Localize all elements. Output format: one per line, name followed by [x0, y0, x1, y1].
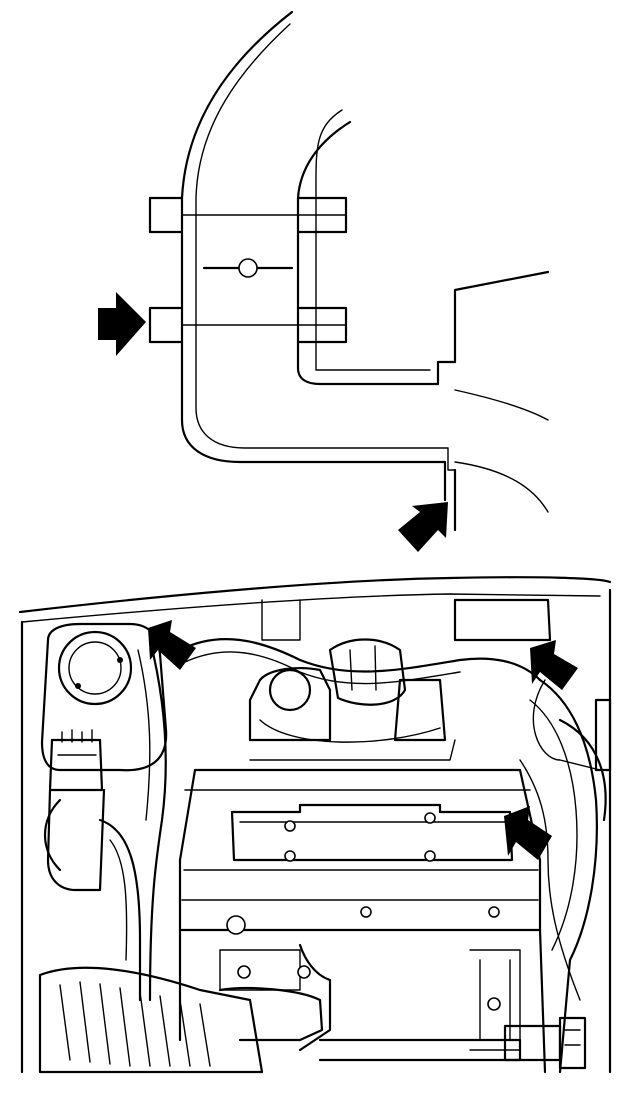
detail-view	[98, 10, 550, 552]
intake-hose	[38, 966, 324, 1074]
arrow-detail-bottom	[398, 502, 448, 552]
arrow-engine-right	[504, 806, 552, 860]
inner-hose	[296, 120, 457, 386]
valve-cover	[178, 768, 542, 935]
throttle-body	[248, 638, 456, 761]
arrow-engine-top-right	[530, 640, 578, 690]
reservoir-cap	[40, 622, 168, 772]
hood-edge	[18, 576, 612, 614]
arrow-detail-left	[98, 292, 146, 356]
arrow-engine-top-left	[148, 620, 196, 670]
ignition-coil	[43, 729, 106, 892]
outer-hose	[180, 10, 447, 502]
intake-housing	[453, 270, 550, 532]
engine-bay-view	[18, 576, 612, 1074]
